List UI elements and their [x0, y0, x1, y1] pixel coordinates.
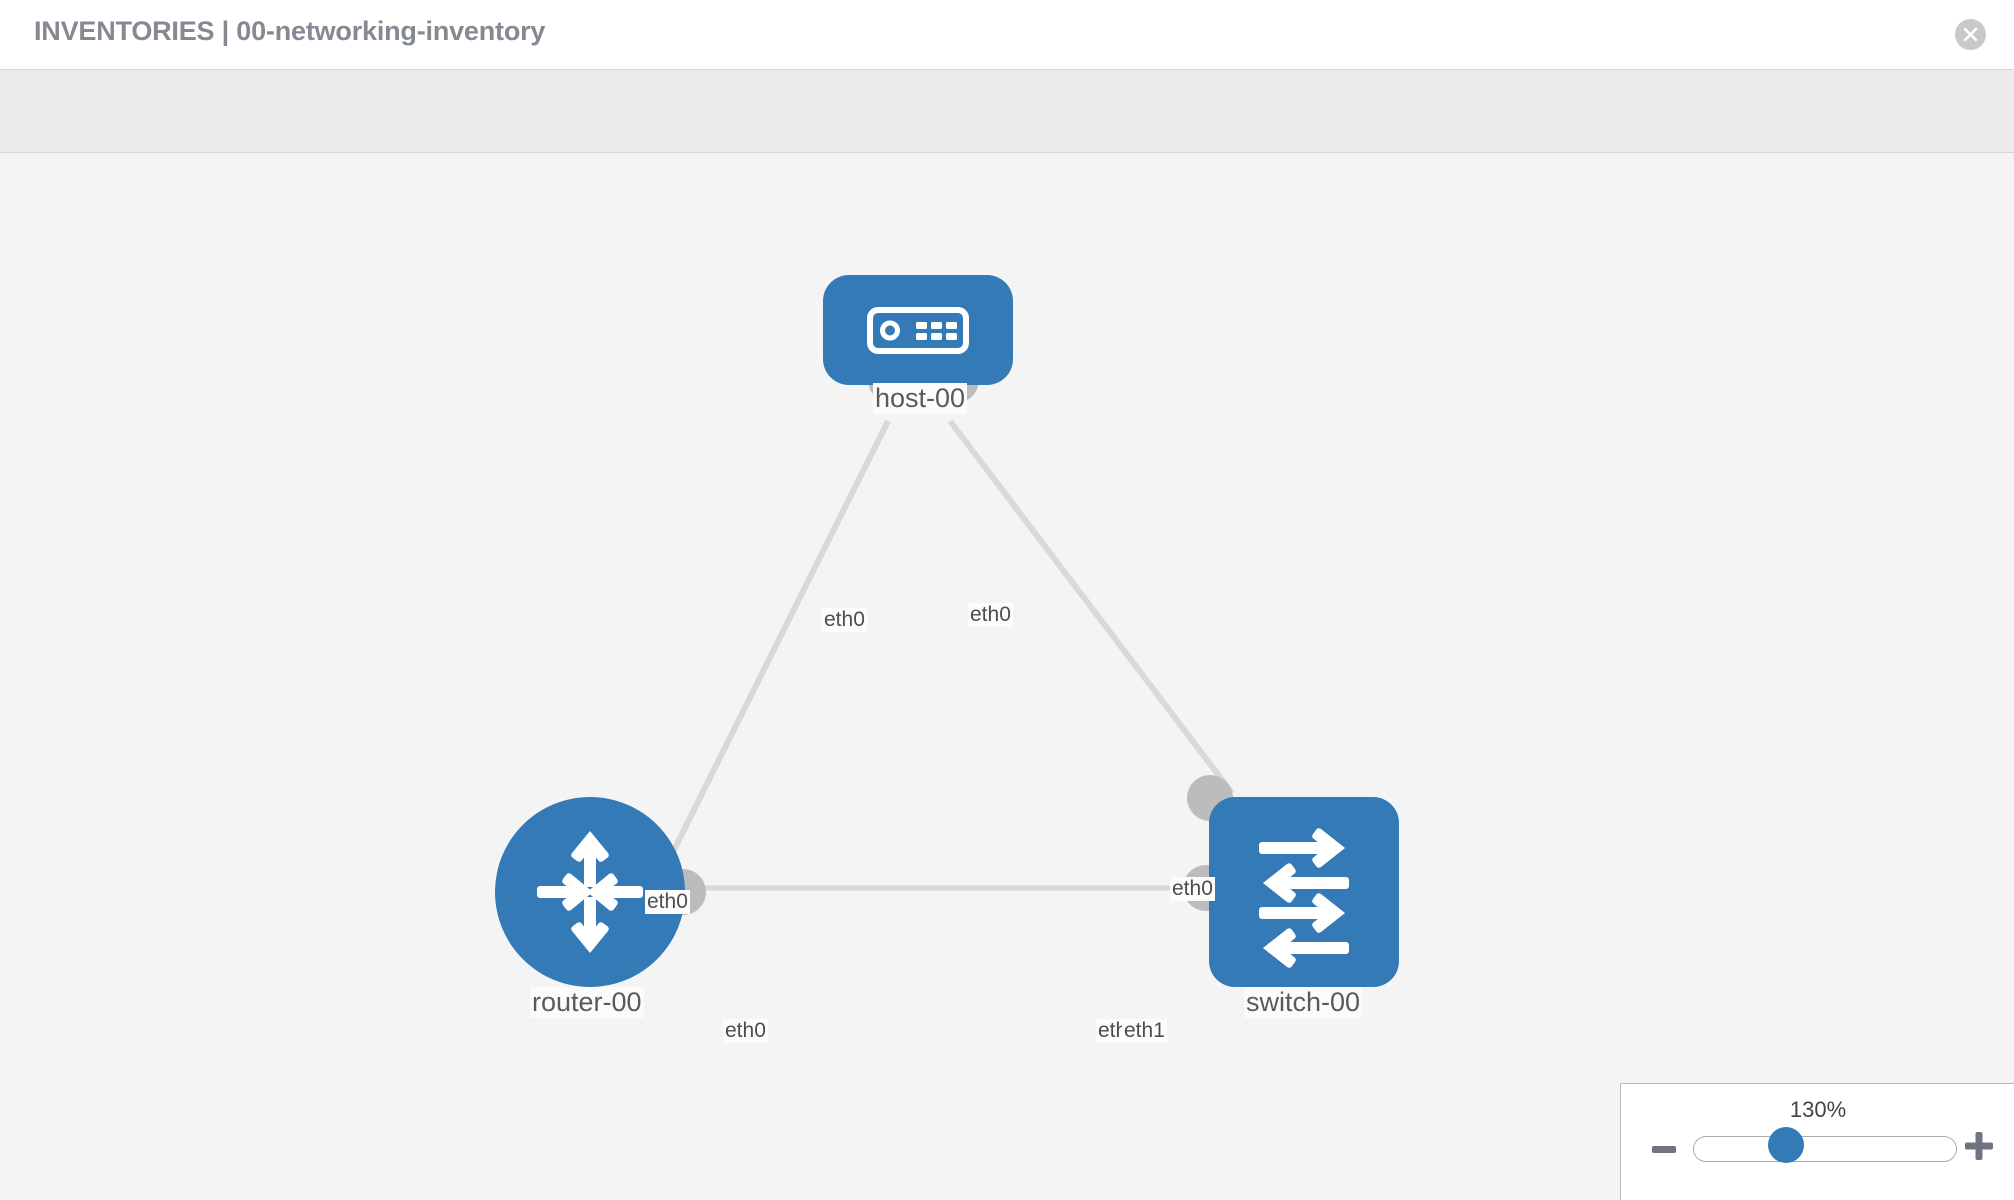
edge-label-host-left-eth0: eth0 — [822, 608, 867, 632]
topology-links — [657, 419, 1235, 891]
link-host-router — [657, 419, 891, 880]
edge-label-router-right-eth0: eth0 — [723, 1019, 768, 1043]
zoom-slider-thumb[interactable] — [1768, 1127, 1804, 1163]
zoom-control-panel: 130% — [1620, 1083, 2014, 1200]
toolbar: ACTIONS SEARCH — [0, 69, 2014, 208]
link-host-switch — [947, 419, 1235, 795]
zoom-slider-track[interactable] — [1693, 1136, 1957, 1162]
zoom-level-label: 130% — [1789, 1097, 1847, 1122]
edge-label-switch-up-eth0: eth0 — [1170, 877, 1215, 901]
close-icon[interactable] — [1955, 19, 1986, 50]
host-node-shape — [823, 275, 1013, 385]
edge-label-router-up-eth0: eth0 — [645, 890, 690, 914]
page-header: INVENTORIES | 00-networking-inventory — [0, 0, 2014, 69]
node-label-router-00: router-00 — [530, 987, 644, 1018]
edge-label-host-right-eth0: eth0 — [968, 603, 1013, 627]
node-label-host-00: host-00 — [873, 383, 968, 414]
switch-node-shape — [1209, 797, 1399, 987]
zoom-out-button[interactable] — [1649, 1134, 1679, 1164]
topology-canvas[interactable]: host-00 — [0, 153, 2014, 1200]
zoom-in-button[interactable] — [1962, 1129, 1996, 1163]
page-title: INVENTORIES | 00-networking-inventory — [34, 16, 546, 46]
edge-label-switch-left-eth1: eth1 — [1122, 1019, 1167, 1043]
node-label-switch-00: switch-00 — [1244, 987, 1363, 1018]
